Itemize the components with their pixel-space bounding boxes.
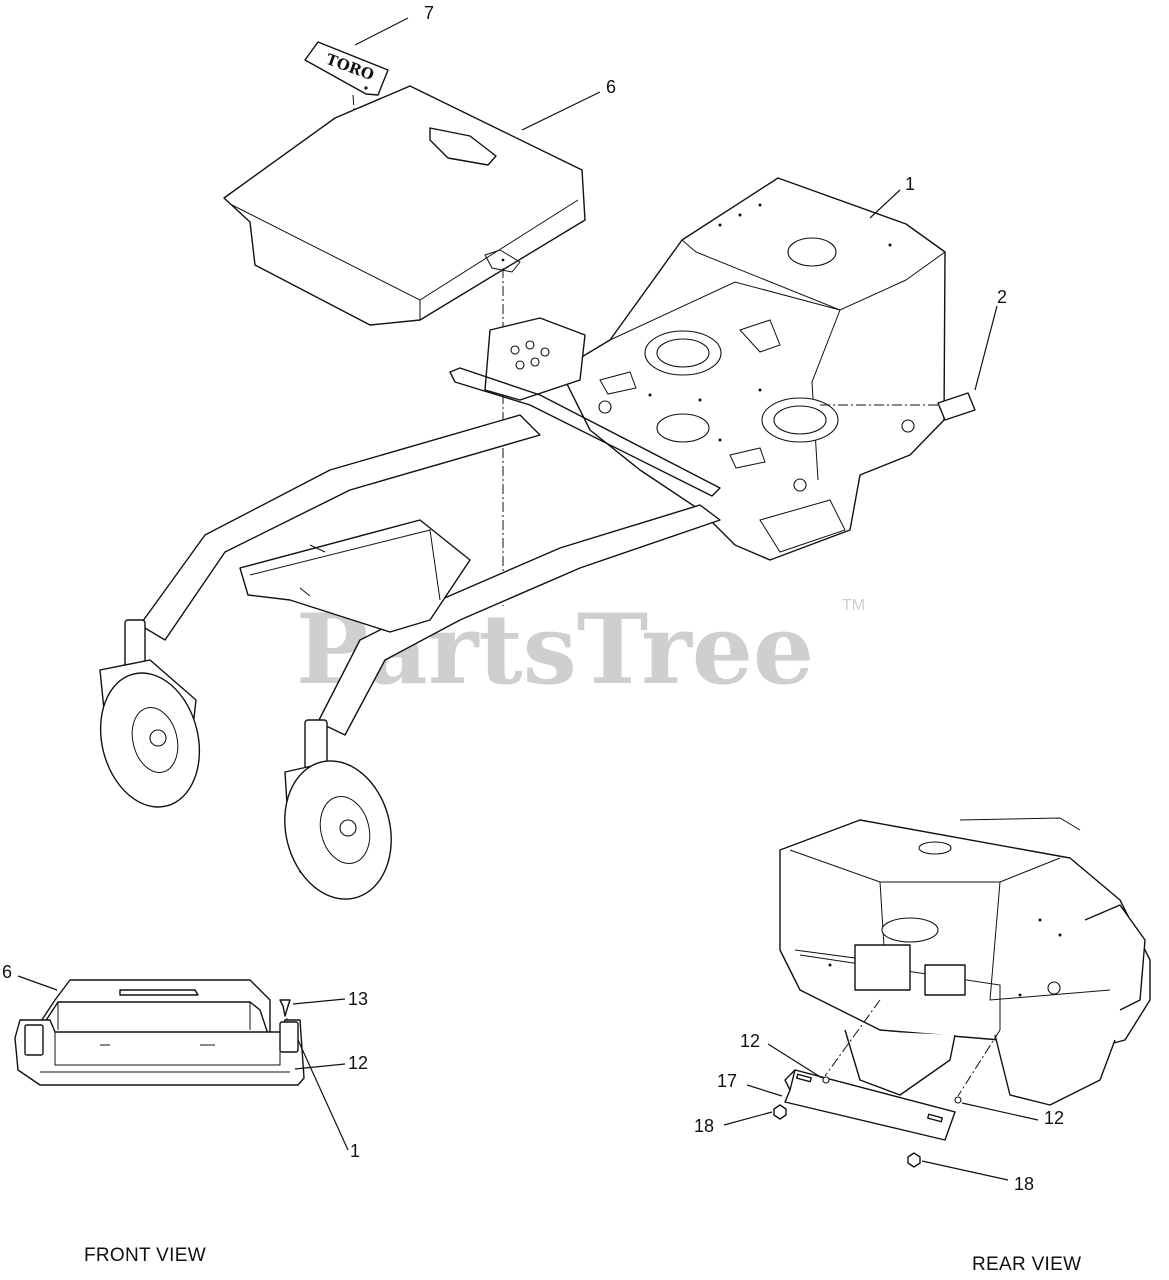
callout-label: 12: [348, 1053, 368, 1073]
rear-view-label: REAR VIEW: [972, 1254, 1082, 1275]
caster-wheel-right: [284, 719, 392, 900]
main-assembly-view: TORO: [99, 3, 1007, 900]
watermark-trademark: TM: [842, 597, 865, 614]
callout-label: 6: [2, 962, 12, 982]
main-view-callouts: 7 6 1 2: [354, 3, 1007, 391]
callout-label: 1: [350, 1141, 360, 1161]
callout-label: 7: [424, 3, 434, 23]
front-view: 6 13 12 1: [2, 962, 368, 1161]
frame-tower-part-1: [559, 177, 946, 561]
callout-label: 17: [717, 1071, 737, 1091]
callout-label: 2: [997, 287, 1007, 307]
front-view-callouts: 6 13 12 1: [2, 962, 368, 1161]
handle-bar: [449, 367, 721, 497]
caster-wheel-left: [99, 619, 201, 808]
callout-label: 12: [1044, 1108, 1064, 1128]
decal-part-2: [937, 392, 976, 421]
callout-label: 13: [348, 989, 368, 1009]
front-frame-rails: [139, 414, 721, 736]
callout-label: 12: [740, 1031, 760, 1051]
callout-label: 18: [694, 1116, 714, 1136]
callout-label: 1: [905, 174, 915, 194]
rear-view: 12 17 18 12 18: [694, 817, 1151, 1194]
callout-label: 6: [606, 77, 616, 97]
logo-decal-part-7: TORO: [304, 41, 389, 96]
callout-label: 18: [1014, 1174, 1034, 1194]
rear-view-callouts: 12 17 18 12 18: [694, 1031, 1064, 1194]
front-view-label: FRONT VIEW: [84, 1245, 206, 1266]
seat-pan-part-6: [223, 85, 586, 326]
